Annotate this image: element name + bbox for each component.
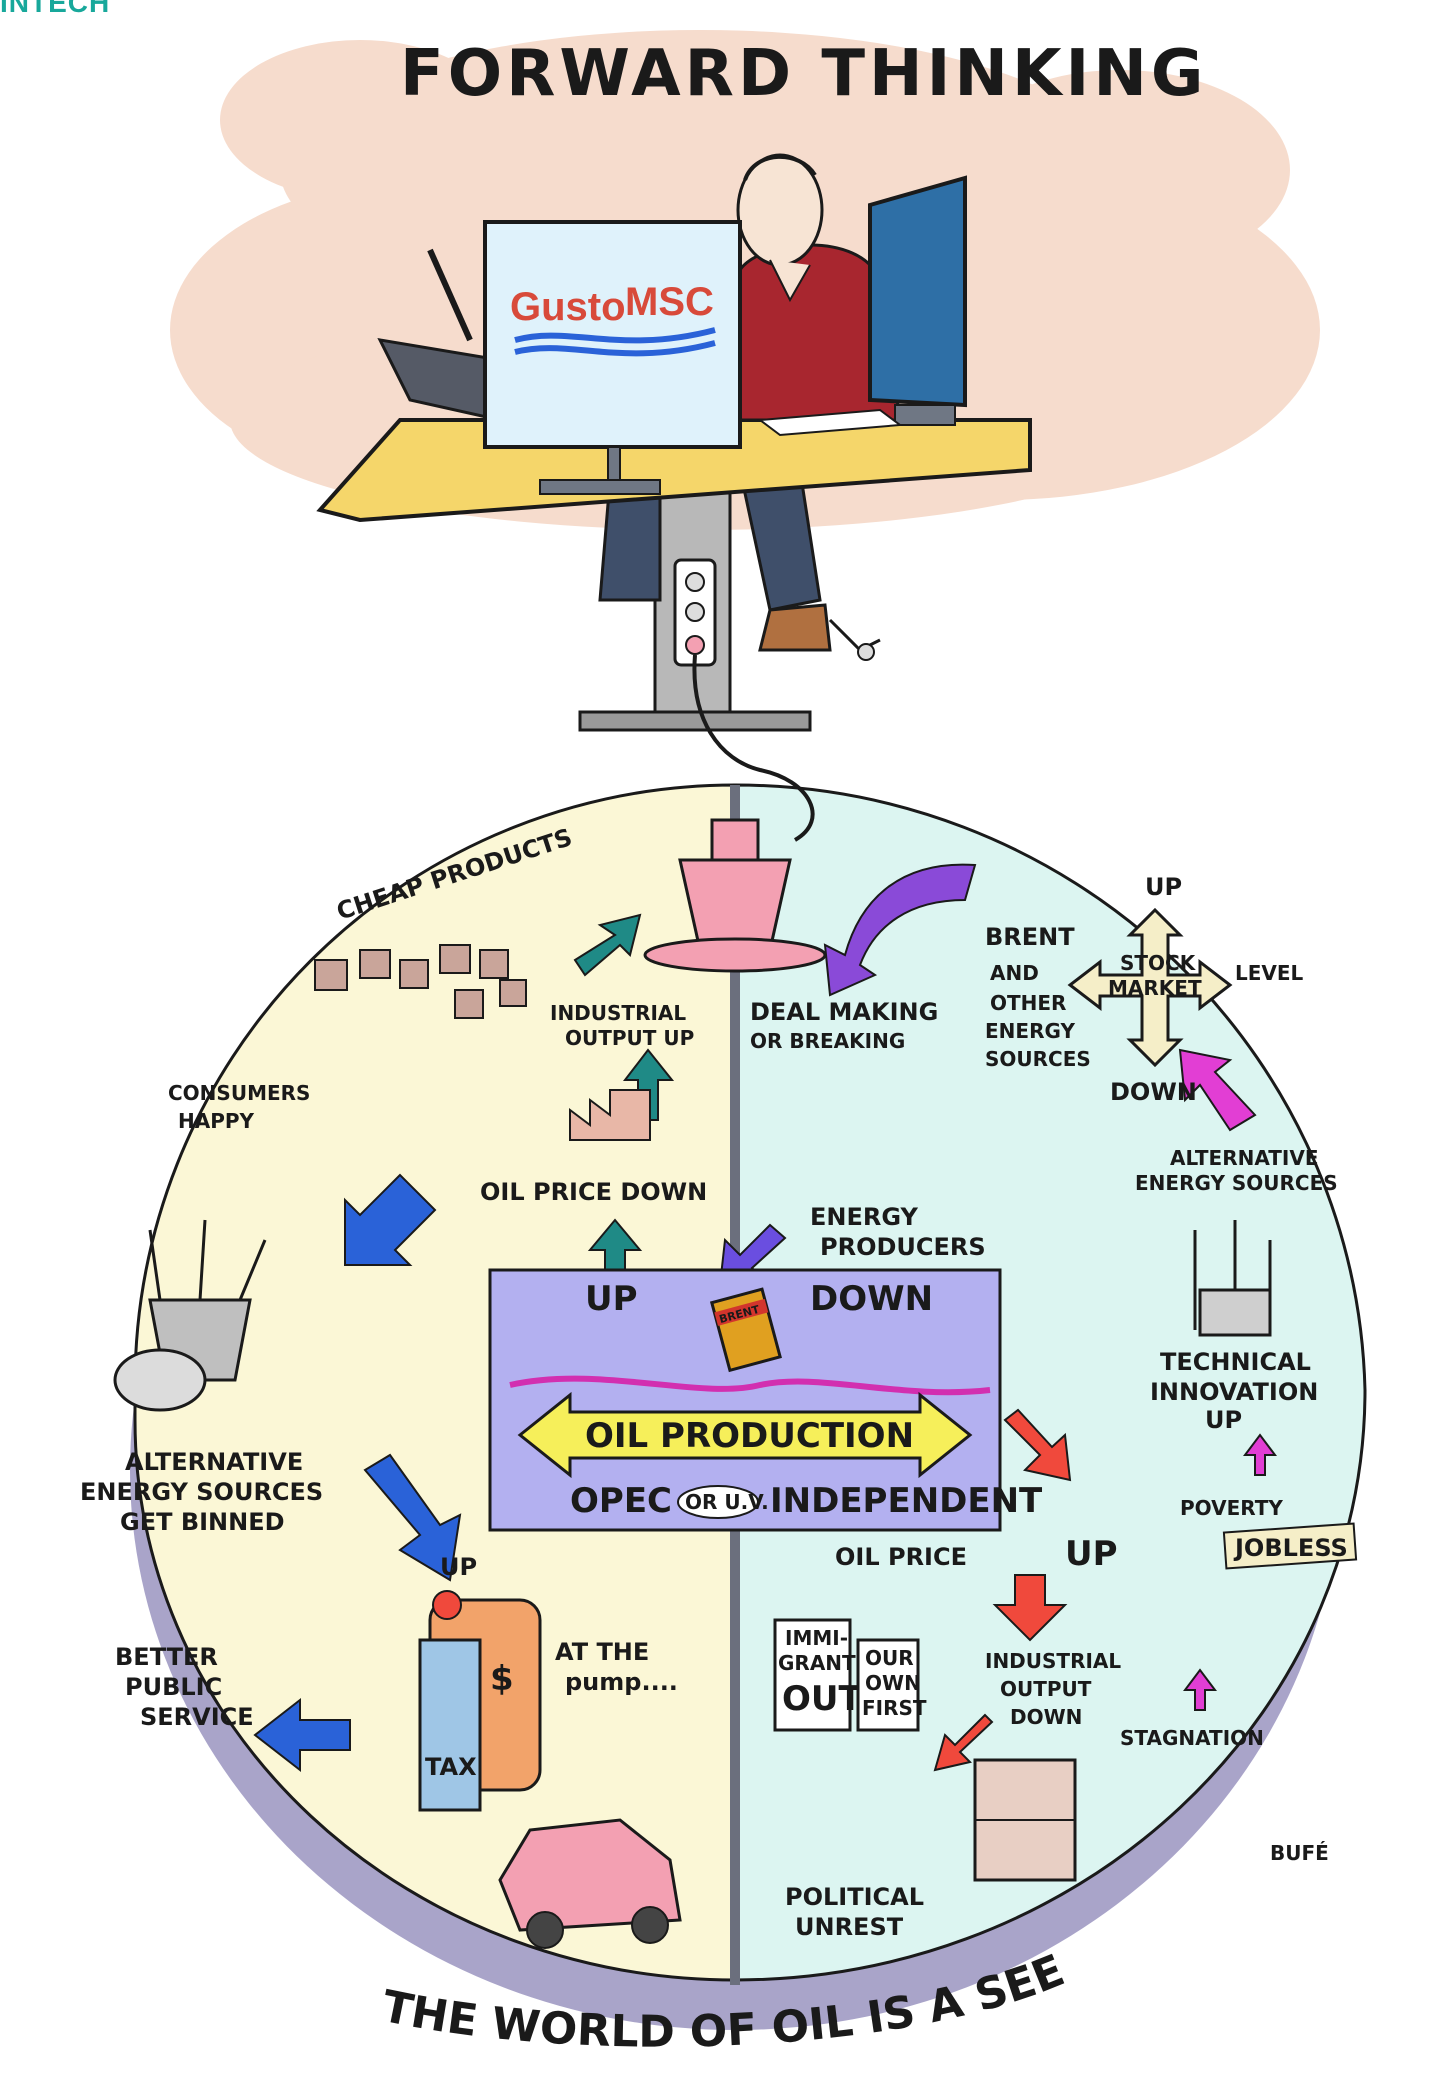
sign-immigrants-l3: OUT xyxy=(782,1679,863,1719)
sign-immigrants-l1: IMMI- xyxy=(785,1626,848,1650)
label-industrial-down-l1: INDUSTRIAL xyxy=(985,1649,1121,1673)
dollar-sign: $ xyxy=(490,1659,514,1699)
label-jobless-sign: JOBLESS xyxy=(1233,1534,1348,1562)
stock-market-cross xyxy=(1067,907,1233,1068)
label-stock-l2: MARKET xyxy=(1108,976,1202,1000)
label-stock-up: UP xyxy=(1145,873,1182,901)
label-up-pump: UP xyxy=(440,1553,477,1581)
cheap-products-boxes xyxy=(314,944,527,1019)
label-energy-producers-l2: PRODUCERS xyxy=(820,1233,986,1261)
corner-text-fragment: INTECH xyxy=(0,0,111,18)
label-tech-l2: INNOVATION xyxy=(1150,1378,1318,1406)
independent-label: INDEPENDENT xyxy=(770,1481,1043,1521)
pink-car xyxy=(498,1818,682,1949)
label-alt-binned-l1: ALTERNATIVE xyxy=(125,1448,303,1476)
gusto-logo-part-a: Gusto xyxy=(510,285,626,329)
label-consumers-happy-l2: HAPPY xyxy=(178,1109,255,1133)
label-oil-price-up-l2: UP xyxy=(1065,1534,1118,1574)
right-half-labels: BRENT AND OTHER ENERGY SOURCES UP STOCK … xyxy=(750,873,1358,1941)
label-better-public-l3: SERVICE xyxy=(140,1703,254,1731)
label-alt-binned-l3: GET BINNED xyxy=(120,1508,285,1536)
label-stock-down: DOWN xyxy=(1110,1078,1197,1106)
brent-barrel: BRENT xyxy=(709,1287,782,1373)
label-unrest-l1: POLITICAL xyxy=(785,1883,924,1911)
label-brent-l5: SOURCES xyxy=(985,1047,1091,1071)
money-crates xyxy=(973,1758,1077,1882)
label-stagnation: STAGNATION xyxy=(1120,1726,1264,1750)
sign-own-l2: OWN xyxy=(865,1671,921,1695)
label-brent-l1: BRENT xyxy=(985,923,1075,951)
label-better-public-l2: PUBLIC xyxy=(125,1673,222,1701)
label-brent-l2: AND xyxy=(990,961,1039,985)
label-industrial-output-up-l2: OUTPUT UP xyxy=(565,1026,694,1050)
alt-energy-turbines xyxy=(1193,1220,1272,1337)
label-energy-producers-l1: ENERGY xyxy=(810,1203,919,1231)
sign-immigrants-l2: GRANTS xyxy=(778,1651,870,1675)
label-industrial-down-l2: OUTPUT xyxy=(1000,1677,1092,1701)
binned-wind-turbines xyxy=(113,1219,267,1412)
opec-label: OPEC xyxy=(570,1481,672,1521)
factory-rising xyxy=(569,1089,651,1141)
label-poverty: POVERTY xyxy=(1180,1496,1283,1520)
label-tech-l3: UP xyxy=(1205,1406,1242,1434)
label-brent-l4: ENERGY xyxy=(985,1019,1075,1043)
label-deal-l1: DEAL MAKING xyxy=(750,998,938,1026)
sign-own-l3: FIRST xyxy=(862,1696,927,1720)
label-tech-l1: TECHNICAL xyxy=(1160,1348,1311,1376)
label-oil-price-up-l1: OIL PRICE xyxy=(835,1543,967,1571)
msc-logo-part-b: MSC xyxy=(625,280,714,324)
label-deal-l2: OR BREAKING xyxy=(750,1029,905,1053)
desk-scene: Gusto MSC xyxy=(316,153,1032,842)
label-at-the-pump-l1: AT THE xyxy=(555,1638,649,1666)
label-better-public-l1: BETTER xyxy=(115,1643,218,1671)
label-consumers-happy-l1: CONSUMERS xyxy=(168,1081,310,1105)
sign-own-l1: OUR xyxy=(865,1646,914,1670)
cause-effect-arrows xyxy=(253,863,1277,1773)
page-title: FORWARD THINKING xyxy=(400,37,1207,111)
label-industrial-output-up-l1: INDUSTRIAL xyxy=(550,1001,686,1025)
oil-valve-device xyxy=(643,818,827,973)
protest-signs: IMMI- GRANTS OUT OUR OWN FIRST xyxy=(773,1618,927,1732)
label-stock-l1: STOCK xyxy=(1120,951,1197,975)
center-down-label: DOWN xyxy=(810,1279,933,1319)
label-oil-price-down: OIL PRICE DOWN xyxy=(480,1178,707,1206)
tax-label: TAX xyxy=(425,1753,477,1781)
artist-signature: BUFÉ xyxy=(1270,1841,1329,1865)
oil-production-label: OIL PRODUCTION xyxy=(585,1416,914,1456)
label-stock-level: LEVEL xyxy=(1235,961,1304,985)
center-up-label: UP xyxy=(585,1279,638,1319)
or-uv-label: OR U.V. xyxy=(685,1490,769,1514)
label-brent-l3: OTHER xyxy=(990,991,1066,1015)
label-industrial-down-l3: DOWN xyxy=(1010,1705,1082,1729)
label-alt-energy-l2: ENERGY SOURCES xyxy=(1135,1171,1338,1195)
label-unrest-l2: UNREST xyxy=(795,1913,904,1941)
label-alt-energy-l1: ALTERNATIVE xyxy=(1170,1146,1319,1170)
fuel-pump: TAX $ xyxy=(418,1590,542,1812)
label-alt-binned-l2: ENERGY SOURCES xyxy=(80,1478,323,1506)
oil-production-box: UP DOWN BRENT OIL PRODUCTION OPEC OR U.V… xyxy=(488,1268,1043,1532)
label-at-the-pump-l2: pump.... xyxy=(565,1668,678,1696)
